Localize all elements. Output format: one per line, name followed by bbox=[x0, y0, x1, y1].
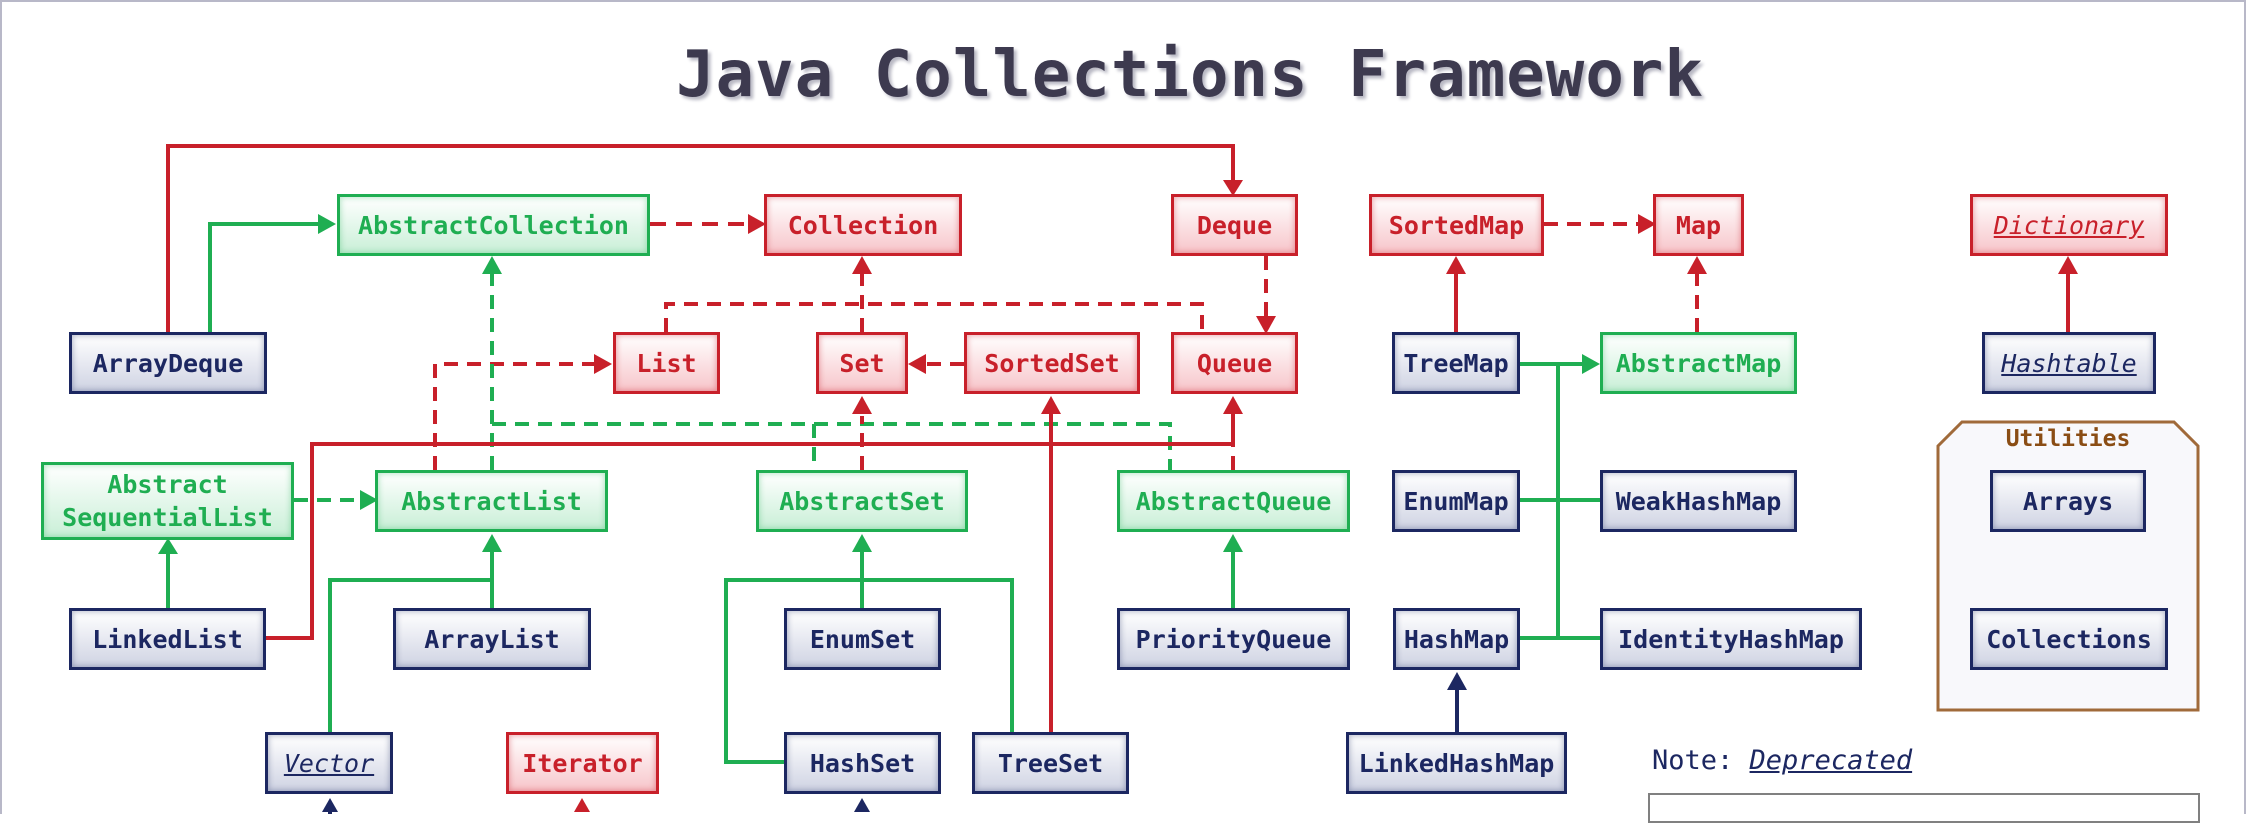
node-abstractsequentiallist: Abstract SequentialList bbox=[41, 462, 294, 540]
arrowhead bbox=[852, 396, 872, 414]
arrowhead bbox=[2058, 256, 2078, 274]
arrowhead bbox=[482, 256, 502, 274]
node-treeset: TreeSet bbox=[972, 732, 1129, 794]
edge-arraydeque-abstractcollection bbox=[208, 222, 320, 332]
arrowhead bbox=[1041, 396, 1061, 414]
node-arraylist: ArrayList bbox=[393, 608, 591, 670]
arrowhead bbox=[1223, 180, 1243, 196]
note-label: Note: bbox=[1652, 745, 1734, 776]
arrowhead bbox=[1256, 316, 1276, 334]
arrowhead bbox=[908, 354, 926, 374]
node-arrays: Arrays bbox=[1990, 470, 2146, 532]
arrowhead bbox=[482, 534, 502, 552]
arrowhead bbox=[852, 256, 872, 274]
edge-hashset-treeset-abstractset bbox=[724, 578, 1014, 764]
node-abstractsequentiallist-line1: Abstract bbox=[107, 470, 228, 499]
arrowhead bbox=[594, 354, 612, 374]
node-hashtable: Hashtable bbox=[1982, 332, 2156, 394]
node-enummap: EnumMap bbox=[1392, 470, 1520, 532]
edge-maps-abstractmap bbox=[1520, 364, 1600, 640]
node-sortedmap: SortedMap bbox=[1369, 194, 1544, 256]
node-queue: Queue bbox=[1171, 332, 1298, 394]
note-legend: Note: Deprecated bbox=[1652, 745, 1912, 776]
arrowhead bbox=[1223, 396, 1243, 414]
edge-abstractlist-list bbox=[433, 362, 596, 470]
arrowhead bbox=[322, 798, 338, 812]
edge-abstractset-queue-abstractcollection bbox=[492, 422, 1172, 470]
node-arraydeque: ArrayDeque bbox=[69, 332, 267, 394]
arrowhead bbox=[854, 798, 870, 812]
arrowhead bbox=[574, 798, 590, 812]
node-abstractset: AbstractSet bbox=[756, 470, 968, 532]
node-abstractcollection: AbstractCollection bbox=[337, 194, 650, 256]
node-identityhashmap: IdentityHashMap bbox=[1600, 608, 1862, 670]
arrowhead bbox=[1223, 534, 1243, 552]
arrowhead bbox=[1582, 354, 1600, 374]
node-set: Set bbox=[816, 332, 908, 394]
node-sortedset: SortedSet bbox=[964, 332, 1140, 394]
node-hashmap: HashMap bbox=[1393, 608, 1520, 670]
node-hashset: HashSet bbox=[784, 732, 941, 794]
node-abstractqueue: AbstractQueue bbox=[1117, 470, 1350, 532]
note-deprecated: Deprecated bbox=[1749, 745, 1913, 776]
node-collection: Collection bbox=[764, 194, 962, 256]
node-treemap: TreeMap bbox=[1392, 332, 1520, 394]
edge-list-queue-collection bbox=[664, 302, 1204, 332]
node-collections: Collections bbox=[1970, 608, 2168, 670]
note-box bbox=[1648, 793, 2200, 823]
node-abstractsequentiallist-line2: SequentialList bbox=[62, 503, 273, 532]
node-vector: Vector bbox=[265, 732, 393, 794]
node-map: Map bbox=[1653, 194, 1744, 256]
edge-arraydeque-deque bbox=[166, 144, 1235, 332]
node-enumset: EnumSet bbox=[784, 608, 941, 670]
edge-vector-abstractlist bbox=[328, 578, 492, 732]
node-deque: Deque bbox=[1171, 194, 1298, 256]
arrowhead bbox=[1447, 672, 1467, 690]
arrowhead bbox=[360, 490, 378, 510]
diagram-title: Java Collections Framework bbox=[676, 38, 1704, 112]
arrowhead bbox=[748, 214, 766, 234]
node-iterator: Iterator bbox=[506, 732, 659, 794]
node-abstractlist: AbstractList bbox=[375, 470, 608, 532]
edge-linkedlist-queue bbox=[266, 412, 1235, 640]
utilities-label: Utilities bbox=[2005, 426, 2131, 452]
arrowhead bbox=[1687, 256, 1707, 274]
node-linkedlist: LinkedList bbox=[69, 608, 266, 670]
arrowhead bbox=[1638, 214, 1656, 234]
arrowhead bbox=[852, 534, 872, 552]
node-list: List bbox=[613, 332, 720, 394]
node-dictionary: Dictionary bbox=[1970, 194, 2168, 256]
arrowhead bbox=[318, 214, 336, 234]
arrowhead bbox=[158, 538, 178, 554]
node-weakhashmap: WeakHashMap bbox=[1600, 470, 1797, 532]
node-priorityqueue: PriorityQueue bbox=[1117, 608, 1350, 670]
node-abstractmap: AbstractMap bbox=[1600, 332, 1797, 394]
node-linkedhashmap: LinkedHashMap bbox=[1346, 732, 1567, 794]
arrowhead bbox=[1446, 256, 1466, 274]
